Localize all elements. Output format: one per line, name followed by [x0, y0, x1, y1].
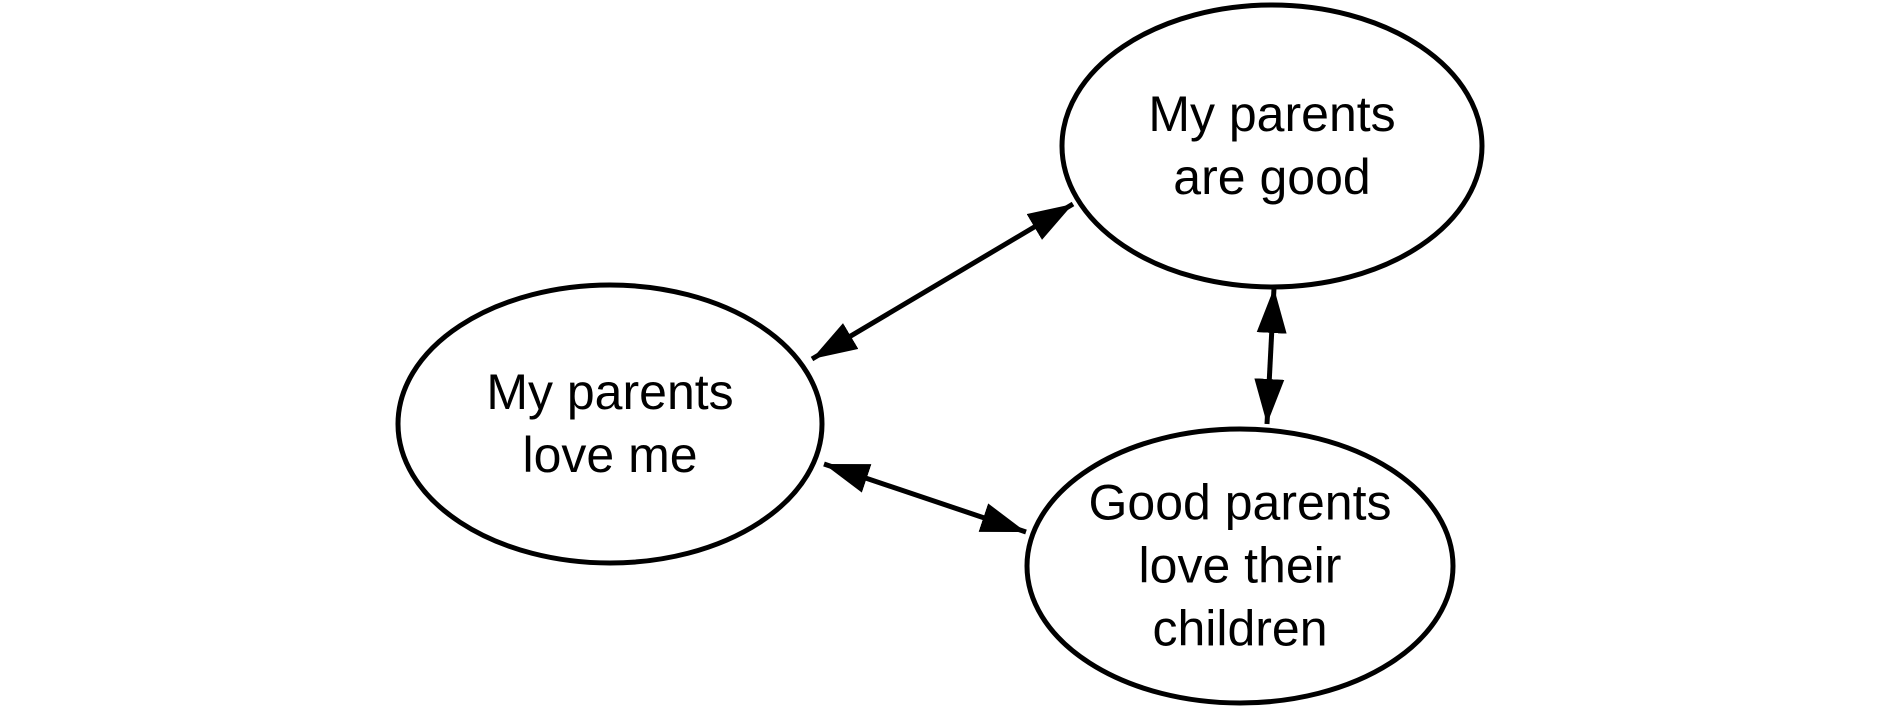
edge-love-me-to-good-parents-arrow [823, 461, 1027, 535]
node-label-parents-love-me: My parents love me [486, 364, 734, 483]
node-label-good-parents-love-children: Good parents love their children [1088, 474, 1392, 657]
node-ellipse-parents-are-good [1059, 2, 1485, 290]
node-ellipse-parents-love-me [395, 282, 825, 566]
node-ellipse-good-parents-love-children [1024, 426, 1456, 706]
edge-are-good-to-good-parents-arrow [1254, 287, 1287, 425]
node-label-parents-are-good: My parents are good [1148, 86, 1396, 205]
edge-love-me-to-are-good-arrow [810, 201, 1075, 362]
